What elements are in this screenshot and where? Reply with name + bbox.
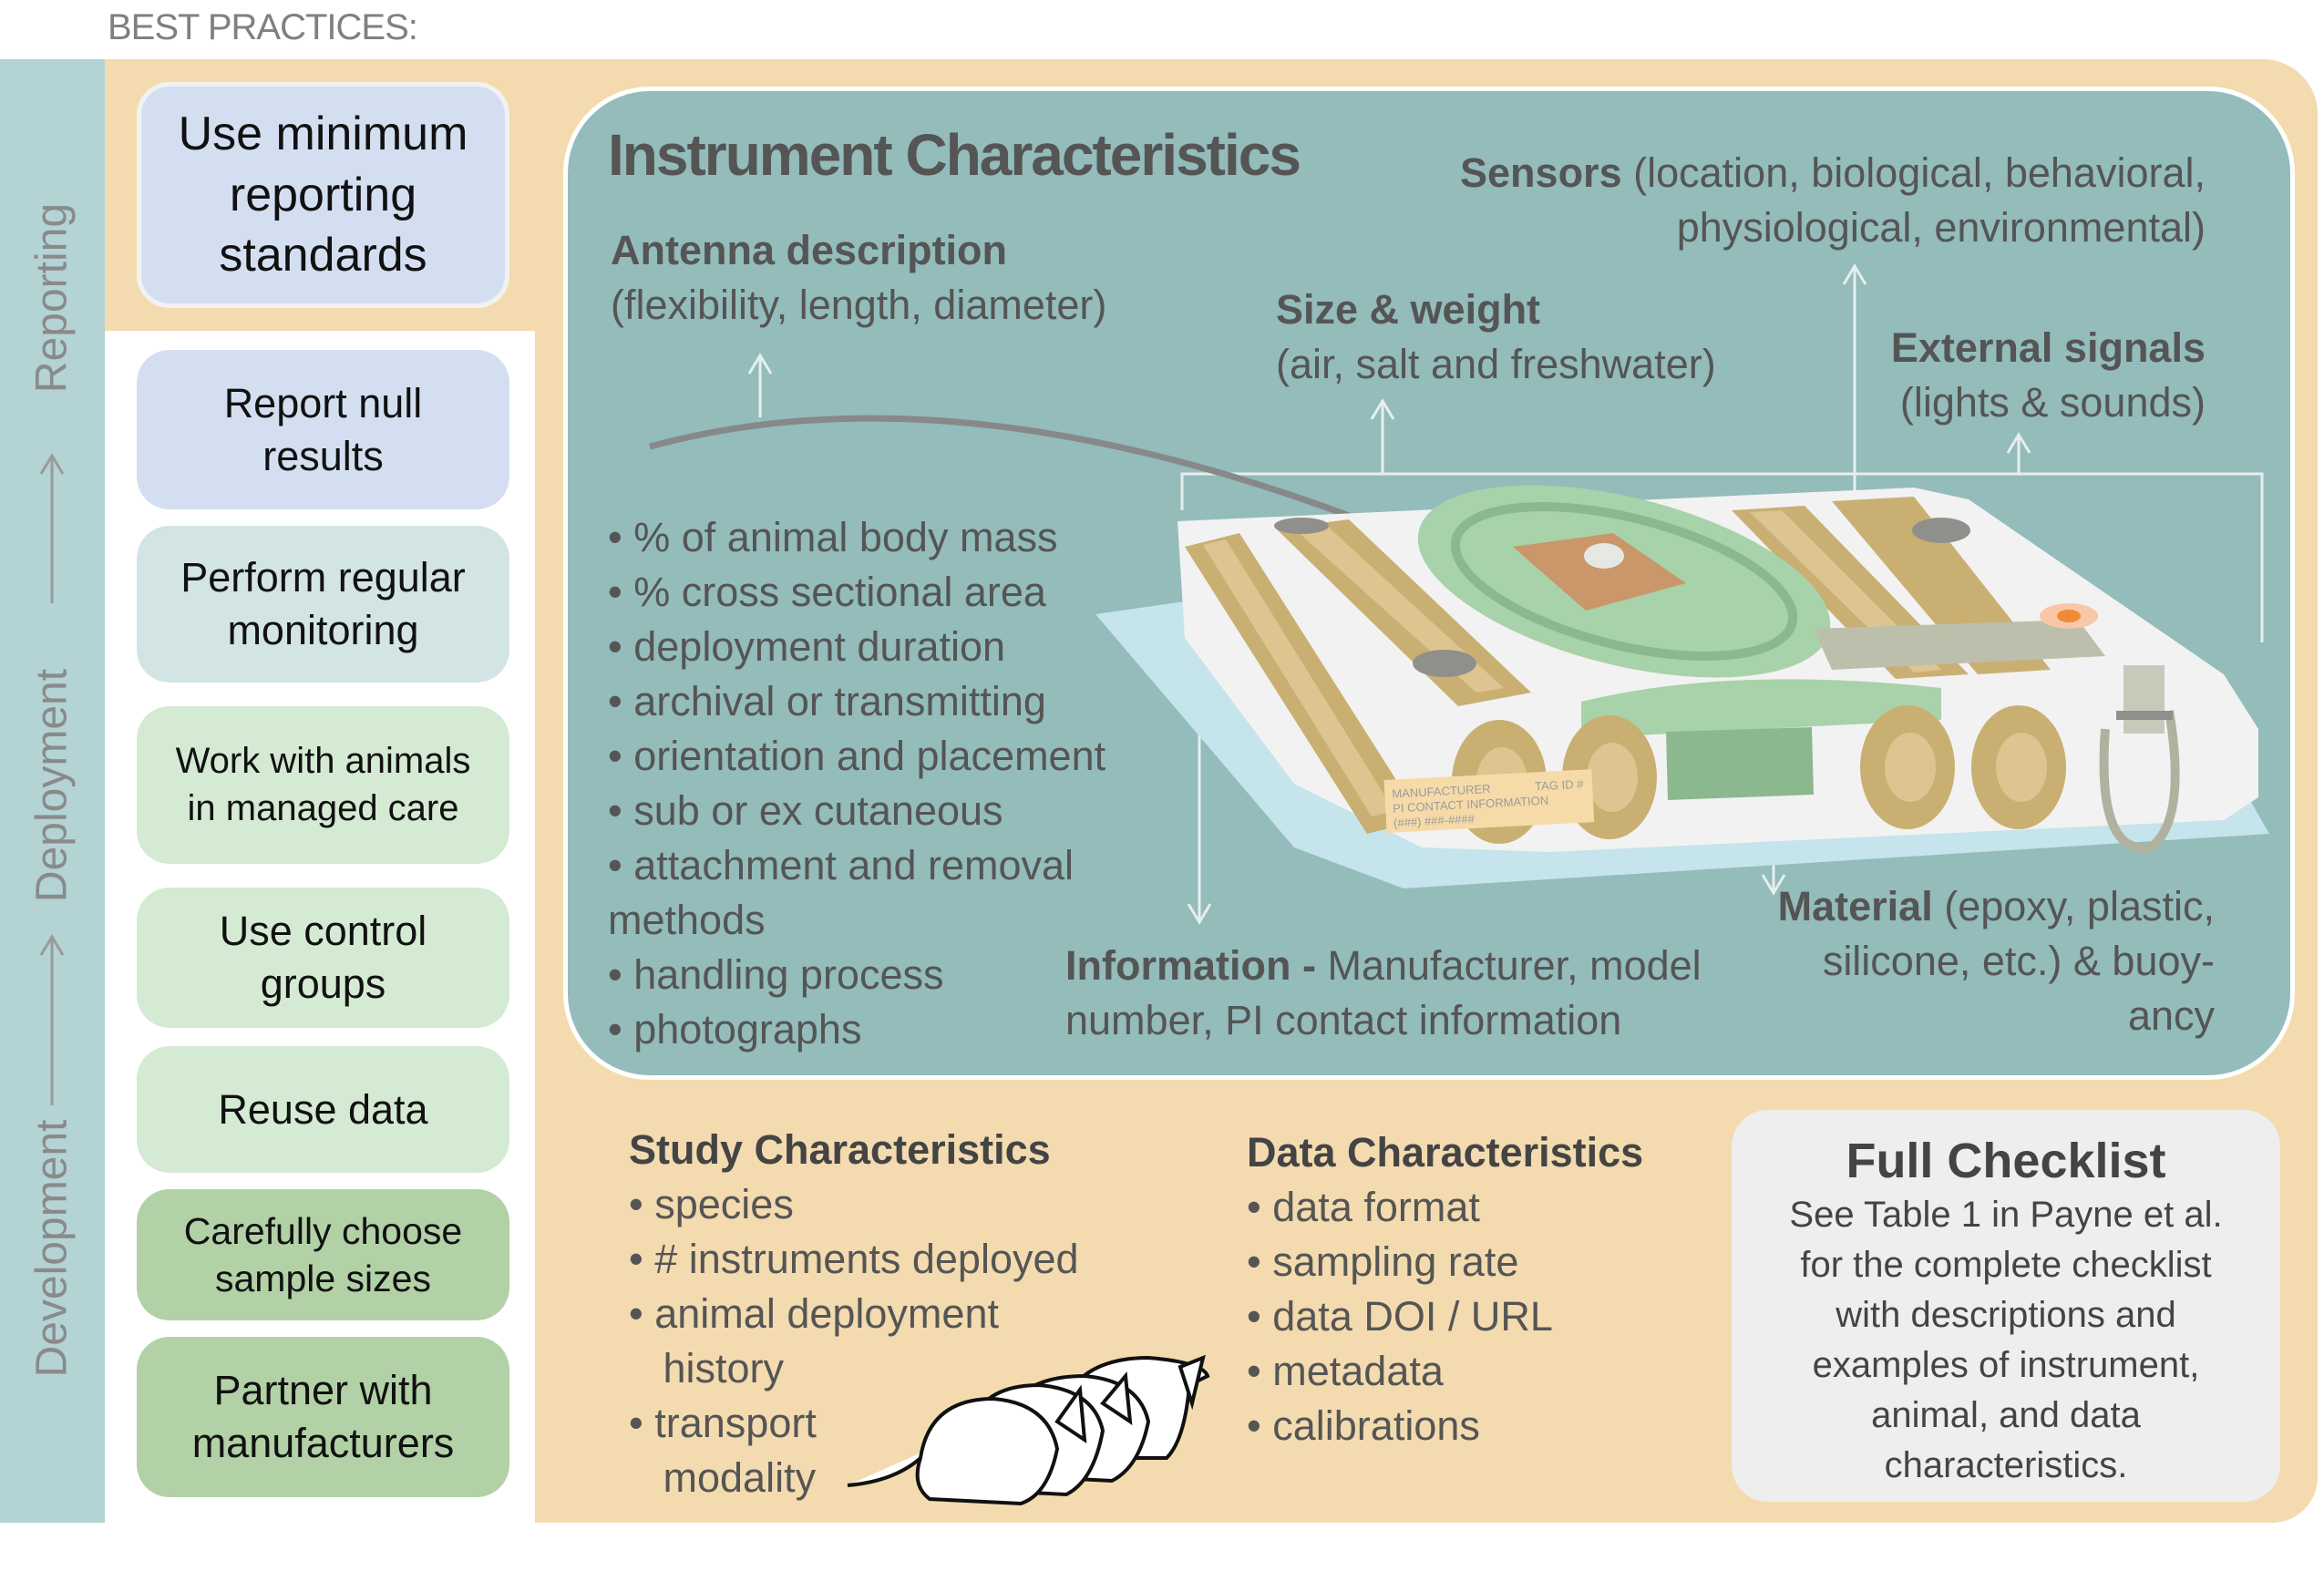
study-item: modality bbox=[629, 1454, 817, 1501]
bullet-item: • deployment duration bbox=[608, 623, 1006, 670]
bullet-item: • handling process bbox=[608, 951, 944, 998]
bullet-item: methods bbox=[608, 897, 766, 943]
data-item: • calibrations bbox=[1247, 1402, 1480, 1449]
material-line-3: ancy bbox=[2127, 992, 2215, 1039]
material-line-2: silicone, etc.) & buoy- bbox=[1822, 938, 2215, 984]
full-checklist-box: Full Checklist See Table 1 in Payne et a… bbox=[1732, 1110, 2280, 1502]
practice-card-sample-sizes: Carefully choose sample sizes bbox=[137, 1189, 509, 1320]
data-title: Data Characteristics bbox=[1247, 1129, 1644, 1176]
data-characteristics: Data Characteristics • data format • sam… bbox=[1247, 1125, 1643, 1453]
best-practices-heading: BEST PRACTICES: bbox=[108, 7, 418, 47]
study-item: • transport bbox=[629, 1400, 817, 1446]
bullet-item: • % cross sectional area bbox=[608, 569, 1046, 615]
material-line-1: (epoxy, plastic, bbox=[1932, 883, 2215, 929]
circuit-trace bbox=[1814, 620, 2105, 670]
size-weight-detail: (air, salt and freshwater) bbox=[1276, 341, 1716, 387]
study-characteristics: Study Characteristics • species • # inst… bbox=[629, 1123, 1079, 1505]
data-item: • data DOI / URL bbox=[1247, 1293, 1553, 1340]
sensors-line-1: (location, biological, behavioral, bbox=[1633, 149, 2206, 196]
antenna-label: Antenna description bbox=[611, 227, 1008, 273]
connector bbox=[2123, 665, 2165, 734]
data-item: • metadata bbox=[1247, 1348, 1444, 1394]
practice-card-manufacturers: Partner with manufacturers bbox=[137, 1337, 509, 1497]
phase-band bbox=[0, 59, 105, 1523]
practice-card-null-results: Report null results bbox=[137, 350, 509, 509]
instrument-bullets: • % of animal body mass • % cross sectio… bbox=[608, 510, 1105, 1057]
bullet-item: • photographs bbox=[608, 1006, 862, 1052]
bullet-item: • orientation and placement bbox=[608, 733, 1106, 779]
sensor-dot bbox=[1413, 650, 1476, 677]
bullet-item: • % of animal body mass bbox=[608, 514, 1058, 560]
study-item: • animal deployment bbox=[629, 1290, 999, 1337]
practice-card-control-groups: Use control groups bbox=[137, 888, 509, 1028]
external-signals-detail: (lights & sounds) bbox=[1899, 379, 2206, 426]
practice-card-reuse-data: Reuse data bbox=[137, 1046, 509, 1173]
sensors-callout: Sensors (location, biological, behaviora… bbox=[1460, 146, 2206, 200]
study-item: • species bbox=[629, 1181, 794, 1227]
study-item: • # instruments deployed bbox=[629, 1236, 1079, 1282]
sensor-dot bbox=[1912, 518, 1970, 543]
copper-patch bbox=[1513, 533, 1686, 611]
practice-card-monitoring: Perform regular monitoring bbox=[137, 526, 509, 683]
information-line-2: number, PI contact information bbox=[1065, 997, 1622, 1043]
material-label: Material bbox=[1777, 883, 1933, 929]
antenna bbox=[649, 415, 1365, 525]
green-chip bbox=[1666, 727, 1814, 800]
bullet-item: • sub or ex cutaneous bbox=[608, 787, 1003, 834]
tag-manufacturer: MANUFACTURER bbox=[1392, 782, 1491, 801]
animal-illustration bbox=[847, 1354, 1210, 1506]
information-line-1: Manufacturer, model bbox=[1315, 942, 1702, 989]
material-callout: Material (epoxy, plastic, bbox=[1778, 879, 2215, 934]
tag-label bbox=[1383, 769, 1595, 833]
size-weight-label: Size & weight bbox=[1276, 286, 1541, 333]
sensors-line-2: physiological, environmental) bbox=[1676, 204, 2206, 251]
external-signals-label: External signals bbox=[1890, 324, 2206, 371]
checklist-body: See Table 1 in Payne et al. for the comp… bbox=[1789, 1195, 2223, 1485]
practice-card-managed-care: Work with animals in managed care bbox=[137, 706, 509, 864]
study-title: Study Characteristics bbox=[629, 1126, 1051, 1173]
phase-arrows bbox=[39, 453, 65, 1105]
sensors-label: Sensors bbox=[1460, 149, 1622, 196]
green-strip bbox=[1581, 679, 1941, 738]
data-item: • data format bbox=[1247, 1184, 1480, 1230]
practice-card-minimum-standards: Use minimum reporting standards bbox=[137, 82, 509, 308]
instrument-title: Instrument Characteristics bbox=[608, 122, 1301, 188]
bullet-item: • archival or transmitting bbox=[608, 678, 1046, 724]
tag-id: TAG ID # bbox=[1535, 777, 1585, 794]
wire-bundle bbox=[2099, 710, 2180, 853]
checklist-title: Full Checklist bbox=[1846, 1134, 2166, 1188]
information-label: Information - bbox=[1065, 942, 1316, 989]
data-item: • sampling rate bbox=[1247, 1238, 1519, 1285]
antenna-detail: (flexibility, length, diameter) bbox=[611, 282, 1107, 328]
study-item: history bbox=[629, 1345, 785, 1391]
information-callout: Information - Manufacturer, model bbox=[1065, 939, 1702, 993]
tag-phone: (###) ###-#### bbox=[1393, 812, 1476, 830]
bullet-item: • attachment and removal bbox=[608, 842, 1075, 888]
